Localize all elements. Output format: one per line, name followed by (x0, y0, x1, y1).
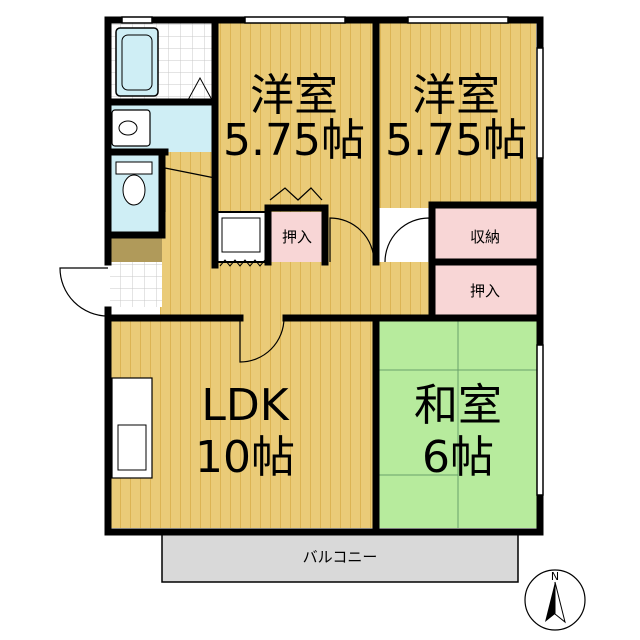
balcony-floor (161, 529, 519, 583)
oshiire-1-label: 押入 (282, 228, 312, 246)
western-room-2-floor (378, 22, 536, 208)
oshiire-2 (433, 262, 538, 316)
ldk-name: LDK (201, 380, 289, 431)
balcony-label: バルコニー (303, 548, 378, 566)
storage-label: 収納 (470, 228, 500, 246)
ldk-floor (110, 318, 378, 528)
storage (433, 208, 538, 260)
doors (59, 167, 430, 363)
oshiire-2-label: 押入 (470, 282, 500, 300)
compass: N (524, 569, 586, 631)
toilet-tank (115, 161, 153, 175)
basin-bowl (118, 120, 138, 136)
bath-door (187, 76, 213, 101)
compass-north-label: N (551, 570, 559, 583)
western-room-1-name: 洋室 (250, 70, 338, 121)
japanese-room-name: 和室 (414, 380, 502, 431)
oshiire-1 (270, 212, 323, 262)
kitchen-sink (117, 424, 147, 471)
toilet-bowl (122, 174, 146, 206)
western-room-2-size: 5.75帖 (385, 115, 527, 166)
compass-needle-icon (545, 582, 555, 622)
japanese-room-size: 6帖 (422, 432, 494, 483)
entrance-step (110, 235, 162, 262)
windows (121, 16, 544, 496)
entrance-floor (110, 262, 162, 307)
western-room-2-name: 洋室 (412, 70, 500, 121)
corridor-floor (160, 262, 435, 320)
western-room-1-size: 5.75帖 (223, 115, 365, 166)
tatami-lines (378, 318, 538, 528)
washer-pan (221, 217, 261, 253)
ldk-size: 10帖 (195, 432, 295, 483)
bathtub-inner (121, 34, 153, 91)
washer-zigzag (219, 259, 266, 267)
